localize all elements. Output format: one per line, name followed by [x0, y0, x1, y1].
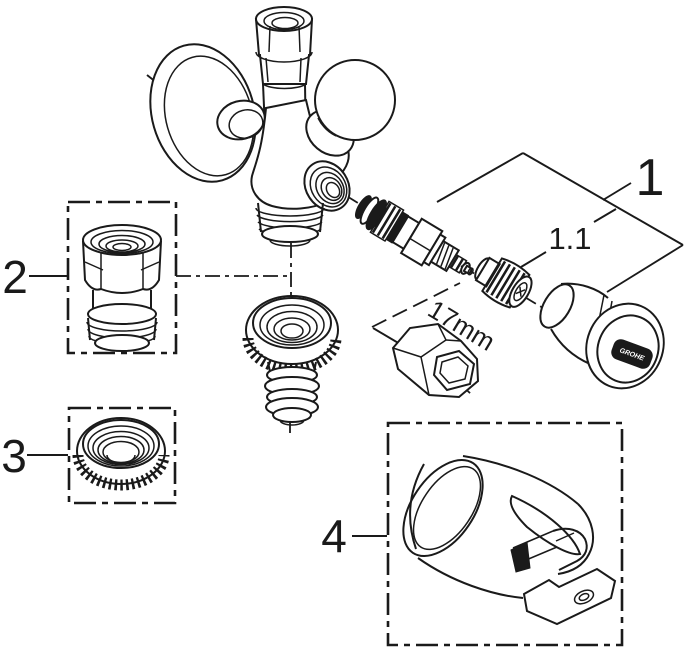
top-union-nut-drawing	[254, 6, 314, 90]
wall-flange-drawing	[149, 43, 257, 183]
callout1-1-leader-upper	[593, 208, 617, 223]
part1-callout: 1	[636, 149, 665, 207]
explosion-axes	[176, 194, 544, 438]
angle-valve-assembly-drawing	[149, 6, 396, 247]
flange-collar-drawing	[216, 99, 266, 141]
group1-edge-top-left	[436, 152, 524, 203]
part4-handle-cover-drawing	[402, 455, 617, 626]
part4-callout: 4	[321, 510, 347, 562]
part4-boundary-box	[386, 421, 624, 647]
callout1-1-leader-lower	[520, 251, 547, 268]
part2-callout: 2	[2, 251, 28, 303]
dome-rim-line	[317, 117, 337, 137]
adapter-1-1-drawing	[474, 256, 533, 309]
part2-adapter-drawing	[82, 224, 162, 352]
hose-union-drawing	[242, 295, 342, 426]
group1-edge-bottom	[372, 327, 401, 345]
headpart-cartridge-drawing	[354, 195, 474, 276]
part3-ring-nut-drawing	[72, 417, 170, 491]
part3-boundary-box	[67, 406, 177, 505]
group1-edge-left-dashed	[371, 282, 461, 328]
part1-1-callout: 1.1	[548, 221, 591, 256]
hex-socket-17mm-drawing	[391, 322, 480, 399]
outlet-thread-drawing	[255, 202, 325, 247]
callout1-leader	[602, 182, 632, 201]
headpart-port-drawing	[303, 160, 351, 212]
cap-logo-badge: GROHE	[611, 339, 653, 369]
part2-boundary-box	[66, 200, 178, 355]
shutoff-cap-drawing: GROHE	[539, 282, 665, 390]
part3-callout: 3	[1, 430, 27, 482]
dome-cap-drawing	[314, 59, 396, 141]
group1-edge-right	[606, 244, 684, 293]
group1-outline	[371, 152, 684, 345]
